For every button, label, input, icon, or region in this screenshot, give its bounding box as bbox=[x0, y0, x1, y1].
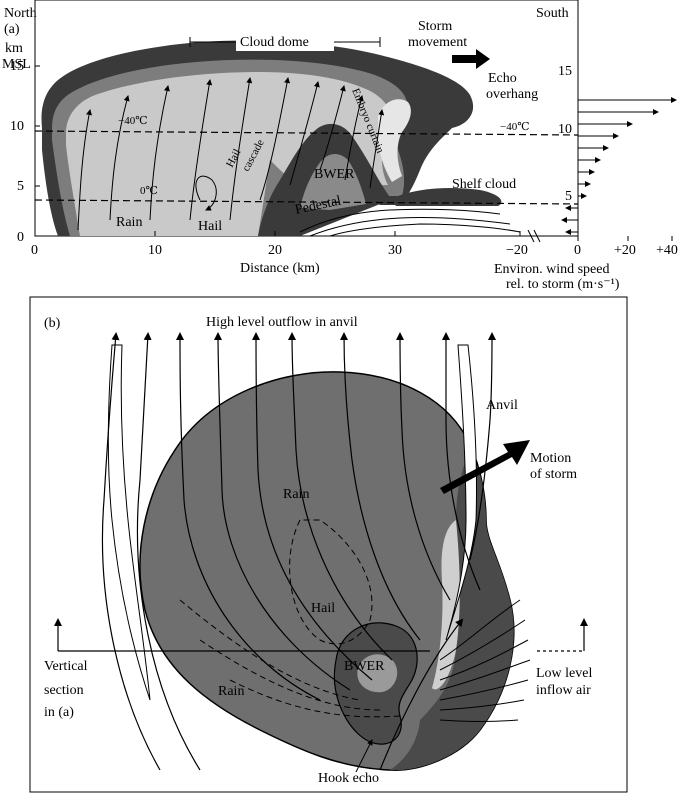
panel-b-label: (b) bbox=[44, 316, 61, 331]
vertical-section-label-2: section bbox=[44, 683, 84, 698]
y-tick-10: 10 bbox=[10, 119, 24, 134]
y-tick-0: 0 bbox=[17, 230, 24, 245]
wind-title-2: rel. to storm (m·s⁻¹) bbox=[506, 277, 620, 292]
x-tick-minus20: −20 bbox=[506, 243, 528, 258]
anvil-edge-right bbox=[445, 344, 478, 641]
anvil-label: Anvil bbox=[486, 398, 518, 413]
axis-break bbox=[527, 229, 541, 243]
hail-label-b: Hail bbox=[311, 601, 335, 616]
isotherm-minus40 bbox=[34, 130, 579, 136]
wind-y-10: 10 bbox=[558, 122, 572, 137]
y-tick-5: 5 bbox=[17, 179, 24, 194]
isotherm-minus40-left-label: −40℃ bbox=[118, 115, 148, 127]
low-level-inflow bbox=[439, 599, 531, 722]
motion-of-storm-arrow bbox=[440, 440, 530, 494]
rain-label-lower: Rain bbox=[218, 684, 244, 699]
panel-a-label: (a) bbox=[4, 22, 20, 37]
wind-y-15: 15 bbox=[558, 64, 572, 79]
hail-label-a: Hail bbox=[198, 219, 222, 234]
echo-overhang-label-2: overhang bbox=[486, 87, 538, 102]
motion-label-1: Motion bbox=[530, 451, 571, 466]
shelf-cloud-label: Shelf cloud bbox=[452, 177, 516, 192]
y-unit-msl: MSL bbox=[2, 57, 31, 72]
wind-title-1: Environ. wind speed bbox=[494, 262, 609, 277]
streamlines-a bbox=[77, 77, 521, 237]
isotherm-zero bbox=[34, 199, 579, 205]
bwer-label-a: BWER bbox=[314, 167, 355, 182]
y-unit-km: km bbox=[5, 41, 23, 56]
echo-overhang-label-1: Echo bbox=[488, 71, 517, 86]
panel-a: North (a) South km MSL 0 5 10 15 0 10 20… bbox=[2, 0, 678, 292]
hook-echo-pointer bbox=[355, 739, 373, 773]
wind-profile-arrows bbox=[561, 97, 677, 235]
x-axis-title: Distance (km) bbox=[240, 261, 320, 276]
panel-b-frame bbox=[29, 296, 628, 793]
isotherm-minus40-right-label: −40℃ bbox=[500, 121, 530, 133]
x-tick-20: 20 bbox=[268, 243, 282, 258]
hook-echo-label: Hook echo bbox=[318, 771, 379, 786]
hook-light-strip bbox=[432, 520, 460, 690]
storm-movement-label-2: movement bbox=[408, 35, 467, 50]
forward-flank-region bbox=[390, 450, 514, 771]
wind-tick-40: +40 bbox=[656, 243, 678, 258]
wind-tick-0: 0 bbox=[574, 243, 581, 258]
bwer-label-b: BWER bbox=[344, 659, 385, 674]
streamlines-b bbox=[101, 332, 496, 771]
high-level-outflow-label: High level outflow in anvil bbox=[206, 315, 358, 330]
bwer-pocket bbox=[300, 154, 366, 210]
vertical-section-label-3: in (a) bbox=[44, 705, 74, 720]
south-label: South bbox=[536, 6, 569, 21]
anvil-edge-left bbox=[107, 344, 151, 701]
motion-label-2: of storm bbox=[530, 467, 577, 482]
cloud-dome-label: Cloud dome bbox=[240, 35, 309, 50]
x-axis-ticks bbox=[34, 231, 521, 236]
vertical-section-label-1: Vertical bbox=[44, 659, 88, 674]
y-tick-15: 15 bbox=[10, 59, 24, 74]
bwer-hollow bbox=[357, 654, 398, 693]
wind-x-ticks bbox=[577, 236, 673, 241]
north-label: North bbox=[4, 6, 37, 21]
x-tick-0: 0 bbox=[31, 243, 38, 258]
wind-y-5: 5 bbox=[565, 189, 572, 204]
panel-b: (b) High level outflow in anvil Anvil Mo… bbox=[29, 296, 628, 793]
low-level-label-2: inflow air bbox=[536, 683, 591, 698]
x-tick-10: 10 bbox=[148, 243, 162, 258]
hail-trajectories bbox=[179, 519, 401, 718]
rain-label-a: Rain bbox=[116, 215, 142, 230]
x-tick-30: 30 bbox=[388, 243, 402, 258]
shelf-cloud-region bbox=[398, 188, 502, 206]
storm-movement-label-1: Storm bbox=[418, 19, 452, 34]
echo-overhang-region bbox=[377, 99, 411, 182]
storm-movement-arrow bbox=[452, 49, 490, 69]
wind-tick-20: +20 bbox=[614, 243, 636, 258]
isotherm-zero-label: 0℃ bbox=[140, 185, 158, 197]
y-axis-ticks bbox=[35, 65, 40, 237]
vertical-section-line bbox=[54, 618, 588, 652]
rain-label-upper: Rain bbox=[283, 487, 309, 502]
low-level-label-1: Low level bbox=[536, 666, 592, 681]
